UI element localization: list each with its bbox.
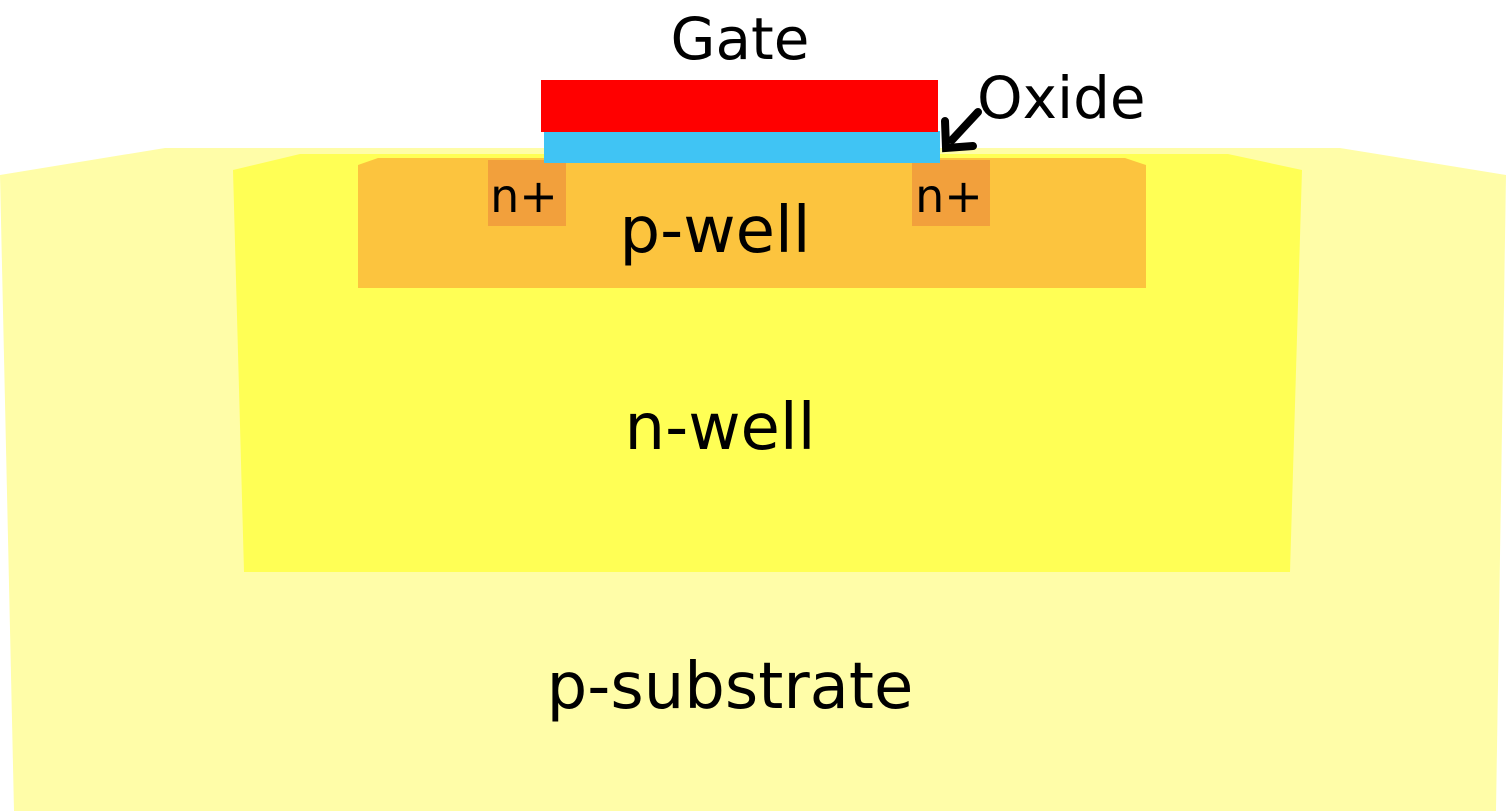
gate-electrode	[541, 80, 938, 132]
n-plus-right-region	[912, 160, 990, 226]
p-well-label: p-well	[620, 194, 811, 268]
n-well-label: n-well	[625, 391, 816, 465]
n-plus-left-label: n+	[490, 169, 558, 223]
gate-label: Gate	[671, 5, 810, 73]
oxide-layer	[544, 131, 940, 163]
n-plus-left-region	[488, 160, 566, 226]
oxide-label: Oxide	[977, 64, 1146, 132]
p-substrate-label: p-substrate	[547, 650, 914, 724]
n-plus-right-label: n+	[915, 169, 983, 223]
oxide-arrow-icon	[941, 108, 982, 153]
